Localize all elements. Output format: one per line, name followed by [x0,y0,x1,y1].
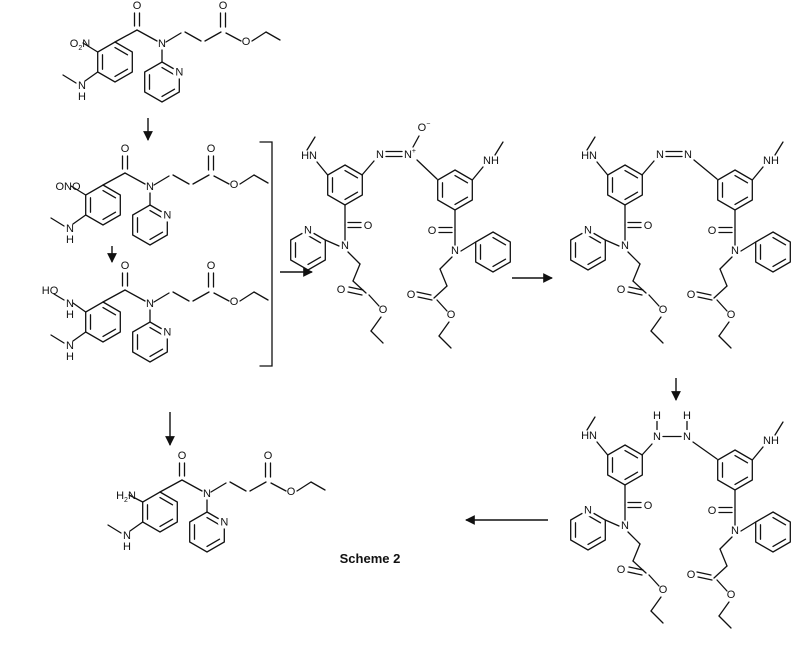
azoxy-n-plus-label: N+ [404,148,416,161]
hydrazo-n-label: N [683,431,691,443]
hydrazo-n-label: N [653,431,661,443]
hydroxylamine-n-label: N [66,298,74,310]
methylamino-n-label: N [123,530,131,542]
methylamino-h-label: H [66,234,74,246]
nitro-group-label: O2N [70,38,90,52]
hydroxylamine-h-label: H [66,309,74,321]
hydrazo-h-label: H [653,410,661,422]
methylamino-h-label: H [66,351,74,363]
methylamino-n-label: N [66,223,74,235]
structure-amine-product: H2N N H [107,450,325,553]
structure-nitroso-intermediate: ONO N H [50,143,268,246]
amine-group-label: H2N [116,490,136,504]
scheme-caption: Scheme 2 [340,551,401,566]
bracket [259,141,273,367]
structure-hydrazo-dimer: N H N H [571,410,791,628]
azoxy-o-minus-label: O− [418,121,431,134]
hydrazo-h-label: H [683,410,691,422]
azo-n-label: N [684,149,692,161]
azoxy-n-label: N [376,149,384,161]
methylamino-h-label: H [123,541,131,553]
methylamino-h-label: H [78,91,86,103]
azo-n-label: N [656,149,664,161]
structure-hydroxylamine-intermediate: N H HO N H [42,260,268,363]
methylamino-n-label: N [78,80,86,92]
structure-nitro-starting-material: O2N N H [62,0,280,103]
nitroso-group-label: ONO [55,181,81,193]
hydroxyl-label: HO [42,285,59,297]
methylamino-n-label: N [66,340,74,352]
structure-azoxy-dimer: N N+ O− [291,121,511,348]
structure-azo-dimer: N N [571,137,791,348]
